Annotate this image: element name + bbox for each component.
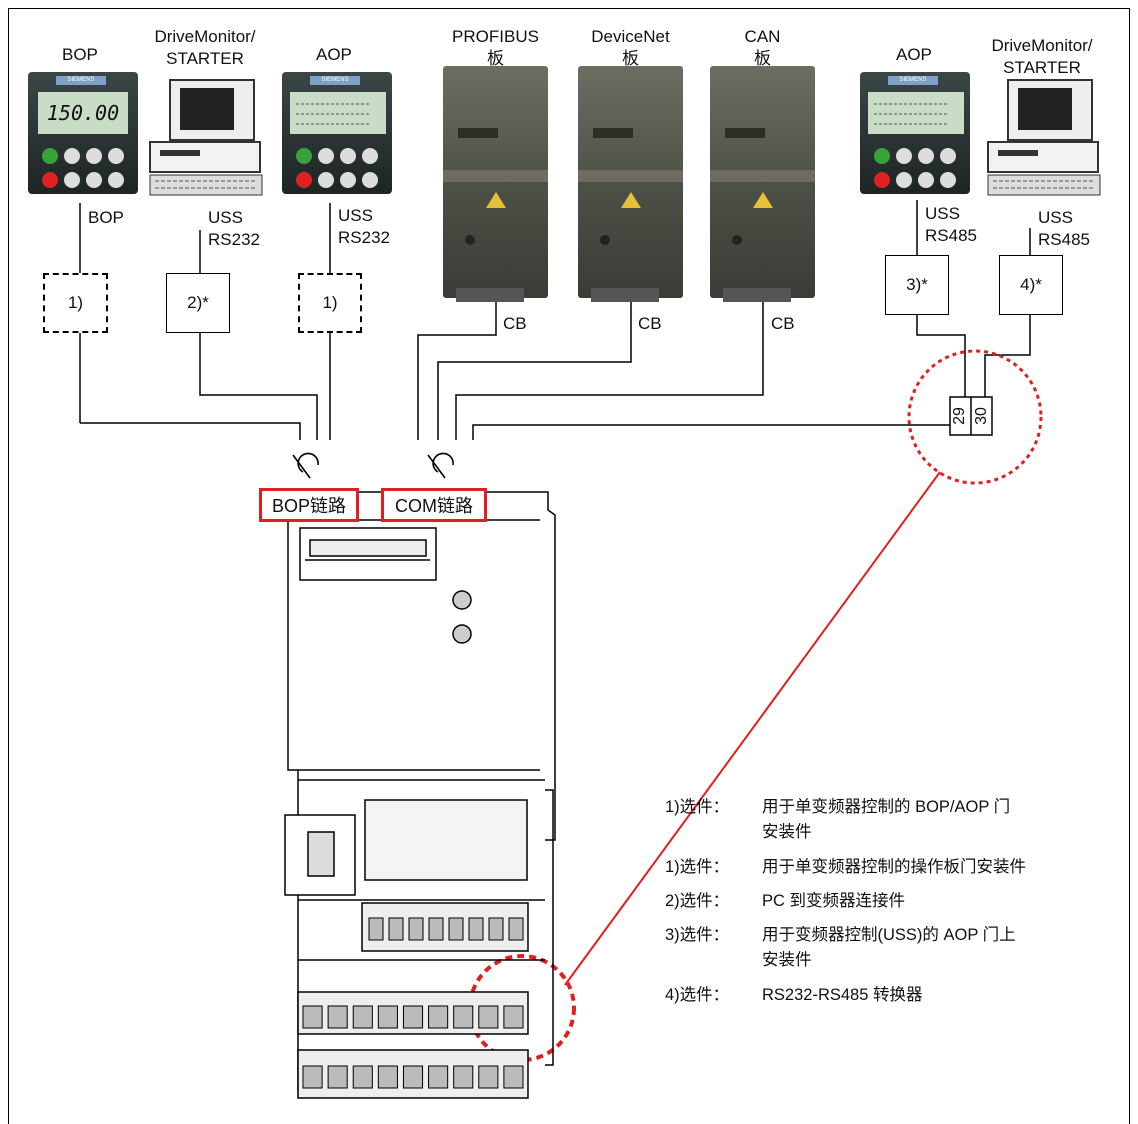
can-title-line2: 板 <box>754 49 771 68</box>
terminal-slot <box>388 917 404 941</box>
terminal-slot <box>428 1065 449 1089</box>
can-card-image <box>710 66 815 302</box>
note-1-key: 1)选件： <box>665 798 730 816</box>
wires <box>79 200 1031 440</box>
note-2-key: 1)选件： <box>665 858 730 876</box>
bop-display-value: 150.00 <box>46 101 120 125</box>
pc-left-link-line1: USS <box>208 208 243 227</box>
terminal-slot <box>503 1065 524 1089</box>
devicenet-cb-label: CB <box>638 314 662 333</box>
note-4-value: 用于变频器控制(USS)的 AOP 门上安装件 <box>762 926 1016 969</box>
option-box-4-pc: 4)* <box>999 255 1063 315</box>
terminal-slot <box>402 1005 424 1029</box>
aop-left-panel-image <box>282 72 392 194</box>
aop-left-title: AOP <box>316 45 352 64</box>
terminal-30: 30 <box>973 407 990 425</box>
terminal-slot <box>327 1005 348 1029</box>
note-4-key: 3)选件： <box>665 926 730 944</box>
aop-right-brand: SIEMENS <box>899 77 927 83</box>
terminal-slot <box>368 917 384 941</box>
bop-link-label: BOP <box>88 208 124 227</box>
option-box-2-pc: 2)* <box>166 273 230 333</box>
aop-left-link-line2: RS232 <box>338 228 390 247</box>
terminal-slot <box>377 1005 398 1029</box>
profibus-title-line2: 板 <box>487 49 504 68</box>
note-5: 4)选件： RS232-RS485 转换器 <box>665 983 1125 1008</box>
aop-right-title: AOP <box>896 45 932 64</box>
bop-brand: SIEMENS <box>67 77 95 83</box>
terminal-slot <box>503 1005 524 1029</box>
note-3-key: 2)选件： <box>665 892 730 910</box>
terminal-slot <box>352 1005 373 1029</box>
terminal-slot <box>428 917 444 941</box>
terminal-slot <box>302 1065 323 1089</box>
note-1: 1)选件： 用于单变频器控制的 BOP/AOP 门安装件 <box>665 795 1125 845</box>
profibus-cb-label: CB <box>503 314 527 333</box>
pc-right-title-line1: DriveMonitor/ <box>991 36 1093 55</box>
terminal-slot <box>402 1065 424 1089</box>
terminal-slot <box>448 917 464 941</box>
notes-legend: 1)选件： 用于单变频器控制的 BOP/AOP 门安装件 1)选件： 用于单变频… <box>665 795 1125 1115</box>
pc-left-link-line2: RS232 <box>208 230 260 249</box>
terminal-slot <box>478 1005 499 1029</box>
terminal-slot <box>327 1065 348 1089</box>
terminal-slot <box>428 1005 449 1029</box>
note-2-value: 用于单变频器控制的操作板门安装件 <box>762 858 1026 876</box>
aop-right-link-line2: RS485 <box>925 226 977 245</box>
note-3: 2)选件： PC 到变频器连接件 <box>665 889 1125 914</box>
pc-right-title-line2: STARTER <box>1003 58 1081 77</box>
devicenet-title-line1: DeviceNet <box>591 27 670 46</box>
pc-left-title-line1: DriveMonitor/ <box>154 27 256 46</box>
aop-right-panel-image <box>860 72 970 194</box>
option-box-1-aop: 1) <box>298 273 362 333</box>
terminal-slot <box>453 1005 474 1029</box>
profibus-title-line1: PROFIBUS <box>452 27 539 46</box>
terminal-slot <box>468 917 484 941</box>
terminal-slot <box>488 917 504 941</box>
terminal-slot <box>508 917 524 941</box>
can-cb-label: CB <box>771 314 795 333</box>
note-1-value: 用于单变频器控制的 BOP/AOP 门安装件 <box>762 798 1011 841</box>
terminal-slot <box>352 1065 373 1089</box>
can-title-line1: CAN <box>744 27 781 46</box>
switch-symbols <box>292 452 454 479</box>
pc-right-link-line2: RS485 <box>1038 230 1090 249</box>
note-5-key: 4)选件： <box>665 986 730 1004</box>
aop-right-link-line1: USS <box>925 204 960 223</box>
option-box-1-bop: 1) <box>43 273 108 333</box>
devicenet-title-line2: 板 <box>622 49 639 68</box>
option-box-3-aop: 3)* <box>885 255 949 315</box>
terminal-slot <box>478 1065 499 1089</box>
diagram-frame <box>8 8 1130 1124</box>
highlight-markers <box>468 349 1043 1062</box>
note-5-value: RS232-RS485 转换器 <box>762 986 923 1004</box>
pc-right-link-line1: USS <box>1038 208 1073 227</box>
bop-title: BOP <box>62 45 98 64</box>
aop-left-brand: SIEMENS <box>321 77 349 83</box>
terminal-blocks <box>302 917 524 1089</box>
terminal-slot <box>408 917 424 941</box>
devicenet-card-image <box>578 66 683 302</box>
terminal-slot <box>302 1005 323 1029</box>
note-3-value: PC 到变频器连接件 <box>762 892 906 910</box>
note-2: 1)选件： 用于单变频器控制的操作板门安装件 <box>665 855 1125 880</box>
terminal-slot <box>377 1065 398 1089</box>
pc-left-title-line2: STARTER <box>166 49 244 68</box>
pc-right-image <box>987 79 1101 196</box>
pc-left-image <box>149 79 263 196</box>
com-link-box: COM链路 <box>381 488 487 522</box>
terminal-slot <box>453 1065 474 1089</box>
terminal-29: 29 <box>951 407 968 425</box>
bop-link-box: BOP链路 <box>259 488 359 522</box>
aop-left-link-line1: USS <box>338 206 373 225</box>
note-4: 3)选件： 用于变频器控制(USS)的 AOP 门上安装件 <box>665 923 1125 973</box>
bop-panel-image <box>28 72 138 194</box>
profibus-card-image <box>443 66 548 302</box>
